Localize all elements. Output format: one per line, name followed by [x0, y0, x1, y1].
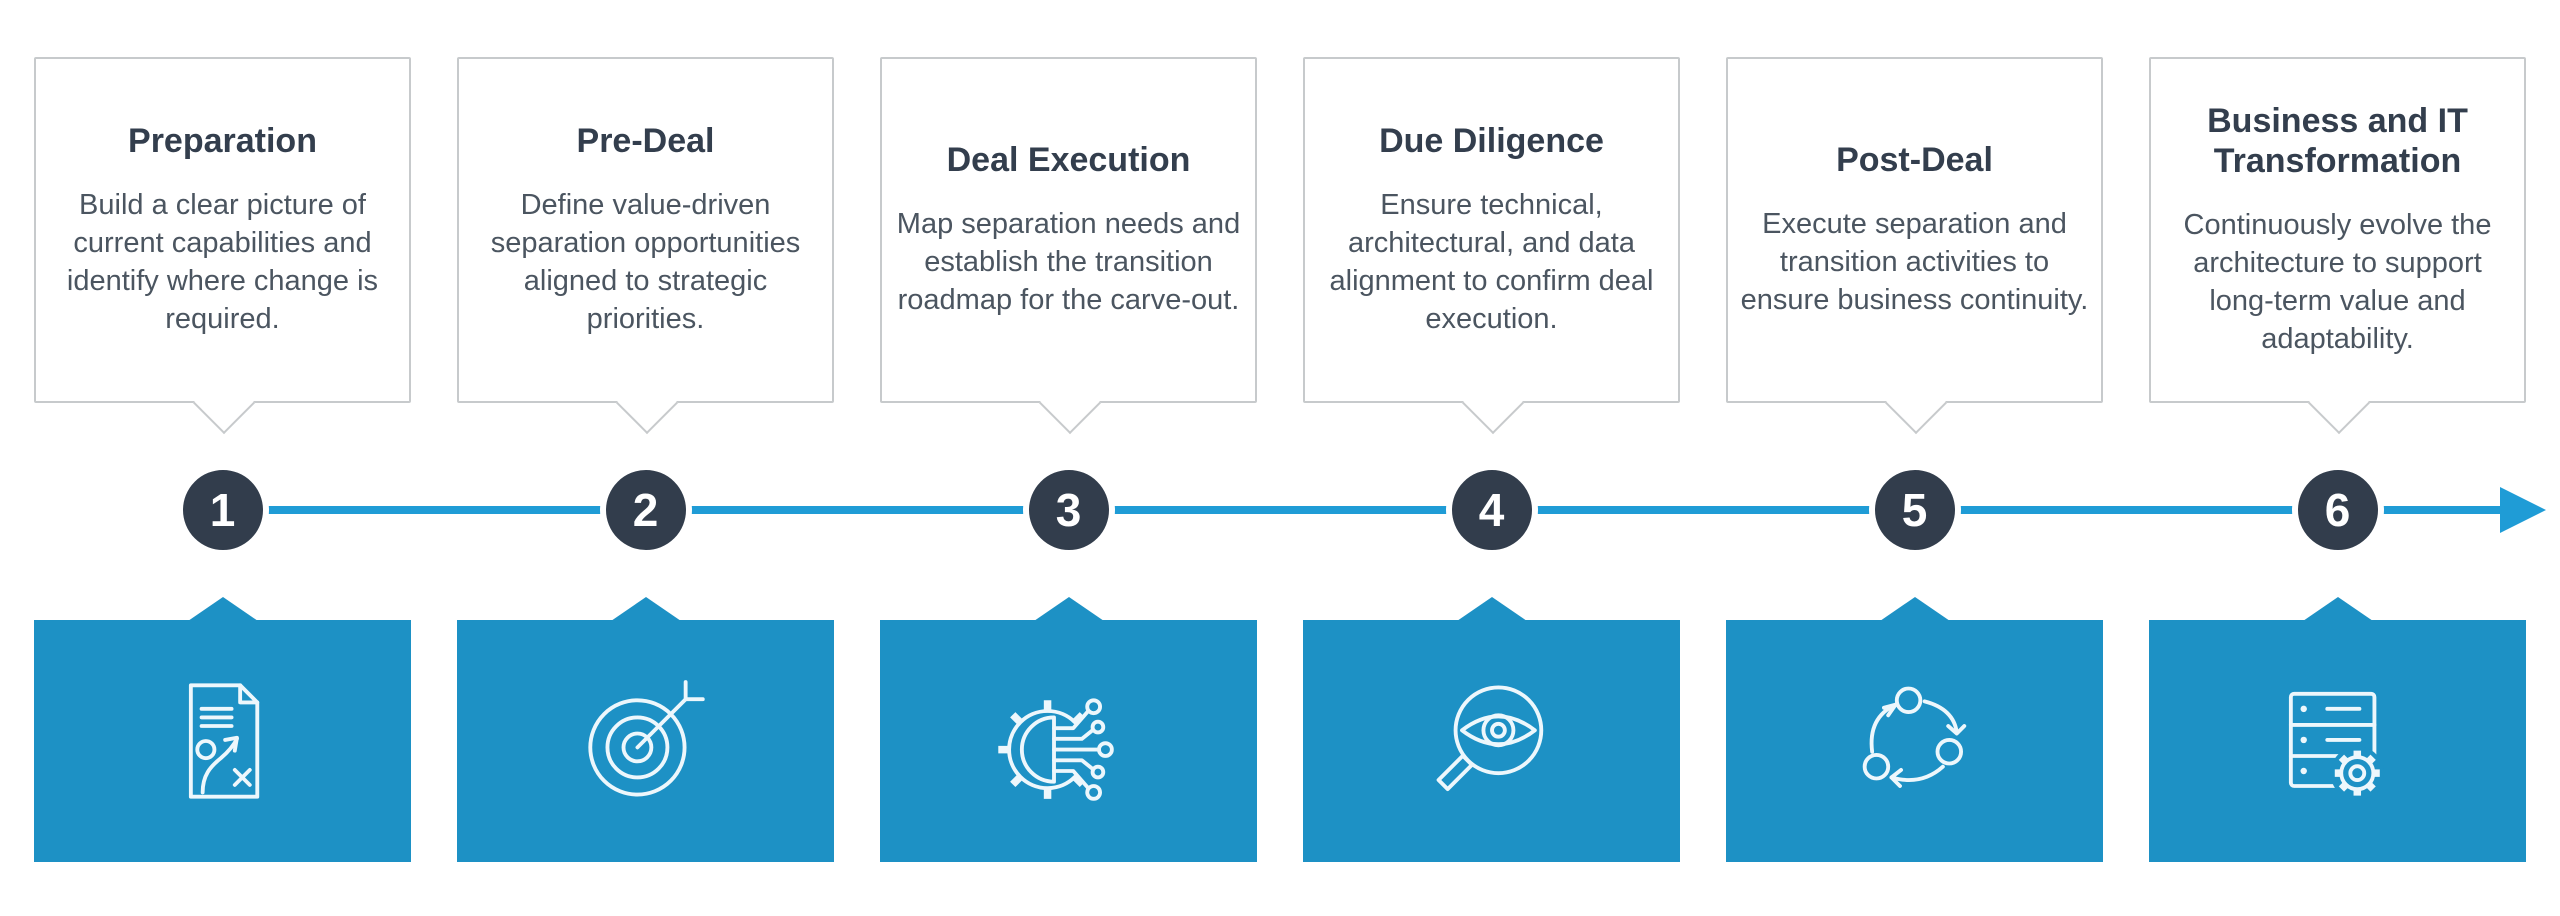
- circle-cell-6: 6: [2149, 464, 2526, 556]
- circle-cell-5: 5: [1726, 464, 2103, 556]
- server-gear-icon: [2288, 691, 2384, 800]
- circle-cell-2: 2: [457, 464, 834, 556]
- card-pointer: [2307, 371, 2370, 435]
- circle-cell-4: 4: [1303, 464, 1680, 556]
- step-description: Execute separation and transition activi…: [1740, 208, 2089, 317]
- step-description: Map separation needs and establish the t…: [896, 208, 1241, 317]
- gear-circuit-icon: [997, 698, 1114, 801]
- step-card-3: Deal Execution Map separation needs and …: [880, 57, 1257, 435]
- icon-box-5: [1726, 597, 2103, 862]
- box-pointer: [1456, 597, 1527, 621]
- icon-box-panel: [1303, 620, 1680, 862]
- step-card-1: Preparation Build a clear picture of cur…: [34, 57, 411, 435]
- icon-box-panel: [880, 620, 1257, 862]
- timeline-steps-row: 1 2 3 4 5 6: [34, 464, 2526, 556]
- target-arrow-icon: [587, 680, 705, 797]
- icon-box-panel: [457, 620, 834, 862]
- icon-box-panel: [34, 620, 411, 862]
- box-pointer: [1879, 597, 1950, 621]
- card-pointer: [1461, 371, 1524, 435]
- step-card-6: Business and IT Transformation Continuou…: [2149, 57, 2526, 435]
- step-title: Pre-Deal: [576, 121, 715, 160]
- icon-box-3: [880, 597, 1257, 862]
- card-pointer: [1884, 371, 1947, 435]
- step-number-badge: 5: [1868, 464, 1961, 556]
- step-card-2: Pre-Deal Define value-driven separation …: [457, 57, 834, 435]
- icon-box-6: [2149, 597, 2526, 862]
- step-number-badge: 6: [2291, 464, 2384, 556]
- icon-boxes-row: [34, 597, 2526, 862]
- magnifier-eye-icon: [1436, 685, 1543, 792]
- right-arrowhead-icon: [2500, 487, 2546, 533]
- icon-box-2: [457, 597, 834, 862]
- step-number-badge: 3: [1022, 464, 1115, 556]
- box-pointer: [2302, 597, 2373, 621]
- step-description: Build a clear picture of current capabil…: [66, 189, 379, 336]
- icon-box-4: [1303, 597, 1680, 862]
- step-title: Preparation: [128, 121, 317, 160]
- step-description: Define value-driven separation opportuni…: [490, 189, 801, 336]
- step-number-badge: 1: [176, 464, 269, 556]
- step-card-4: Due Diligence Ensure technical, architec…: [1303, 57, 1680, 435]
- icon-box-panel: [1726, 620, 2103, 862]
- step-cards-row: Preparation Build a clear picture of cur…: [34, 57, 2526, 435]
- step-title: Due Diligence: [1379, 121, 1604, 160]
- step-number-badge: 2: [599, 464, 692, 556]
- step-title: Deal Execution: [946, 140, 1191, 179]
- card-pointer: [615, 371, 678, 435]
- card-pointer: [1038, 371, 1101, 435]
- icon-box-1: [34, 597, 411, 862]
- box-pointer: [610, 597, 681, 621]
- step-description: Continuously evolve the architecture to …: [2183, 209, 2492, 356]
- icon-box-panel: [2149, 620, 2526, 862]
- step-card-5: Post-Deal Execute separation and transit…: [1726, 57, 2103, 435]
- step-number-badge: 4: [1445, 464, 1538, 556]
- step-title: Business and IT Transformation: [2207, 101, 2468, 181]
- card-pointer: [192, 371, 255, 435]
- circle-cell-1: 1: [34, 464, 411, 556]
- strategy-document-icon: [188, 683, 259, 799]
- step-description: Ensure technical, architectural, and dat…: [1329, 189, 1654, 336]
- box-pointer: [187, 597, 258, 621]
- step-title: Post-Deal: [1836, 140, 1993, 179]
- cycle-arrows-icon: [1862, 686, 1966, 788]
- box-pointer: [1033, 597, 1104, 621]
- circle-cell-3: 3: [880, 464, 1257, 556]
- timeline-line: [224, 506, 2504, 514]
